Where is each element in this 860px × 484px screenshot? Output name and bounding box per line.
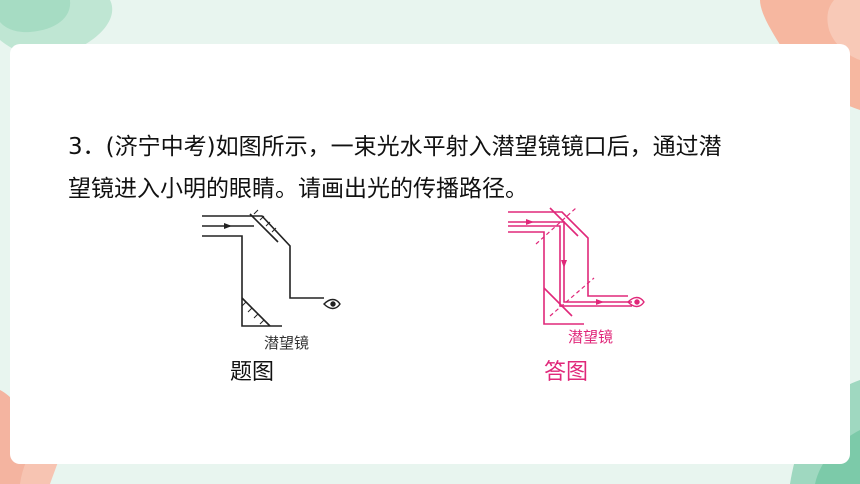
answer-figure-caption: 答图 — [544, 360, 589, 385]
bottom-mirror — [241, 297, 271, 327]
periscope-label: 潜望镜 — [264, 334, 309, 352]
answer-outer-wall — [508, 211, 628, 297]
answer-ray-arrow-down-icon — [561, 260, 567, 268]
periscope-problem-figure: 潜望镜 — [196, 208, 342, 354]
periscope-outer-wall — [202, 215, 324, 299]
answer-inner-wall — [508, 231, 584, 325]
answer-ray-arrow-icon — [526, 219, 534, 225]
answer-eye-icon — [627, 296, 645, 308]
ray-arrow-icon — [224, 223, 232, 229]
content-card — [10, 44, 850, 464]
normal-bottom — [549, 277, 595, 317]
answer-bottom-mirror — [543, 287, 573, 317]
answer-ray-arrow-right-icon — [596, 299, 604, 305]
question-line-2: 望镜进入小明的眼睛。请画出光的传播路径。 — [68, 176, 528, 202]
periscope-answer-figure: 潜望镜 — [504, 204, 648, 346]
top-right-coral-deco-2 — [827, 0, 860, 60]
answer-ray-path — [508, 221, 632, 303]
top-left-leaf-deco-2 — [0, 0, 71, 33]
question-line-1: 3．(济宁中考)如图所示，一束光水平射入潜望镜镜口后，通过潜 — [68, 134, 722, 160]
periscope-inner-wall — [202, 235, 282, 327]
answer-ray-path-2 — [508, 225, 632, 307]
eye-icon — [323, 298, 341, 310]
normal-top — [535, 207, 577, 245]
question-text: 3．(济宁中考)如图所示，一束光水平射入潜望镜镜口后，通过潜 望镜进入小明的眼睛… — [68, 126, 808, 210]
top-mirror — [249, 213, 279, 243]
answer-periscope-label: 潜望镜 — [568, 328, 613, 346]
problem-figure-caption: 题图 — [230, 360, 275, 385]
